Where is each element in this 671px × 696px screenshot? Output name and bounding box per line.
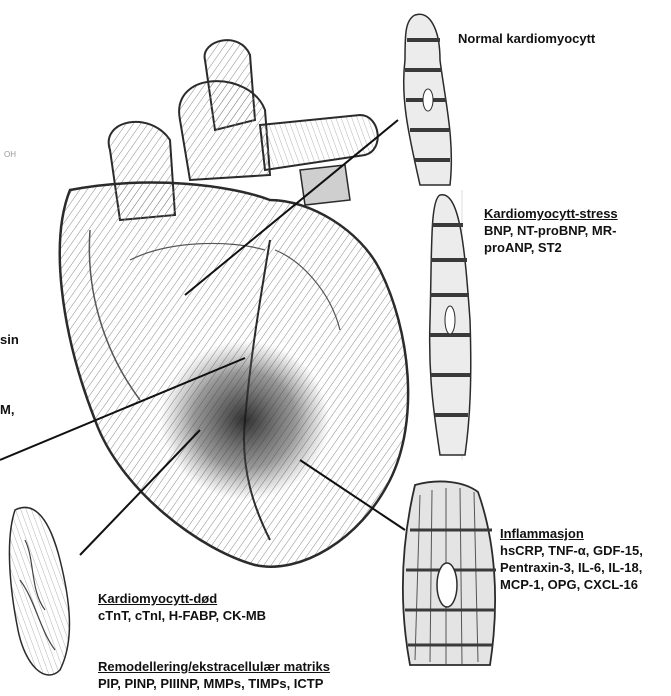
inflammation-label: Inflammasjon hsCRP, TNF-α, GDF-15, Pentr… (500, 525, 668, 593)
remodelling-title: Remodellering/ekstracellulær matriks (98, 658, 398, 675)
inflammation-title: Inflammasjon (500, 525, 668, 542)
death-label: Kardiomyocytt-død cTnT, cTnI, H-FABP, CK… (98, 590, 358, 624)
stressed-cardiomyocyte-sketch (430, 190, 471, 460)
matrix-fragment-sketch (9, 507, 69, 675)
stress-markers: BNP, NT-proBNP, MR-proANP, ST2 (484, 222, 664, 256)
inflamed-cardiomyocyte-sketch (403, 481, 496, 665)
stress-label: Kardiomyocytt-stress BNP, NT-proBNP, MR-… (484, 205, 664, 256)
cropped-text-fragment: sin (0, 332, 19, 347)
remodelling-markers: PIP, PINP, PIIINP, MMPs, TIMPs, ICTP (98, 675, 398, 692)
heart-body (60, 183, 408, 567)
cropped-text-fragment: M, (0, 402, 14, 417)
cropped-text-fragment: OH (4, 150, 16, 159)
inflammation-markers: hsCRP, TNF-α, GDF-15, Pentraxin-3, IL-6,… (500, 542, 668, 593)
normal-cardiomyocyte-title: Normal kardiomyocytt (458, 30, 658, 47)
normal-cardiomyocyte-sketch (404, 14, 452, 185)
remodelling-label: Remodellering/ekstracellulær matriks PIP… (98, 658, 398, 692)
stress-title: Kardiomyocytt-stress (484, 205, 664, 222)
death-markers: cTnT, cTnI, H-FABP, CK-MB (98, 607, 358, 624)
death-title: Kardiomyocytt-død (98, 590, 358, 607)
normal-cardiomyocyte-label: Normal kardiomyocytt (458, 30, 658, 47)
